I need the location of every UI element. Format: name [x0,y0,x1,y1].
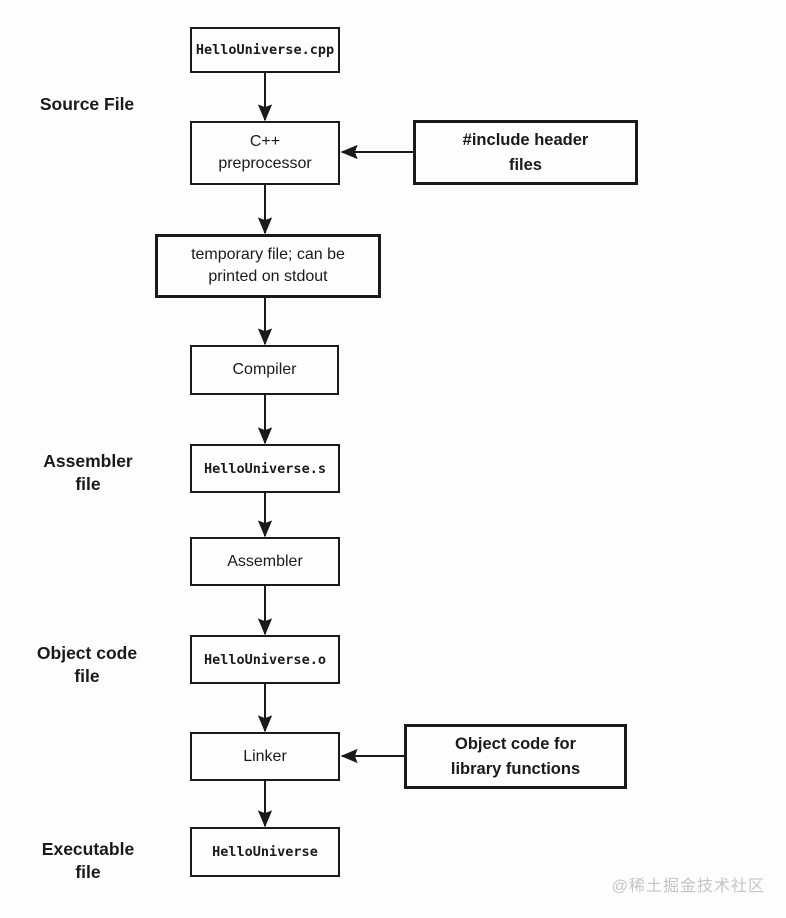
label-assembler-file: Assembler file [43,451,133,494]
node-object-file: HelloUniverse.o [190,635,340,684]
node-compiler: Compiler [190,345,339,395]
label-executable-file: Executable file [41,839,135,882]
annotation-library-objects: Object code for library functions [404,724,627,789]
node-source-file: HelloUniverse.cpp [190,27,340,73]
label-source-file: Source File [39,94,135,114]
watermark-text: @稀土掘金技术社区 [611,878,765,895]
annotation-include-headers: #include header files [413,120,638,185]
node-assembler-file: HelloUniverse.s [190,444,340,493]
node-temp-file: temporary file; can be printed on stdout [155,234,381,298]
label-object-code-file: Object code file [36,643,138,686]
node-linker: Linker [190,732,340,781]
node-executable: HelloUniverse [190,827,340,877]
node-preprocessor: C++ preprocessor [190,121,340,185]
node-assembler: Assembler [190,537,340,586]
